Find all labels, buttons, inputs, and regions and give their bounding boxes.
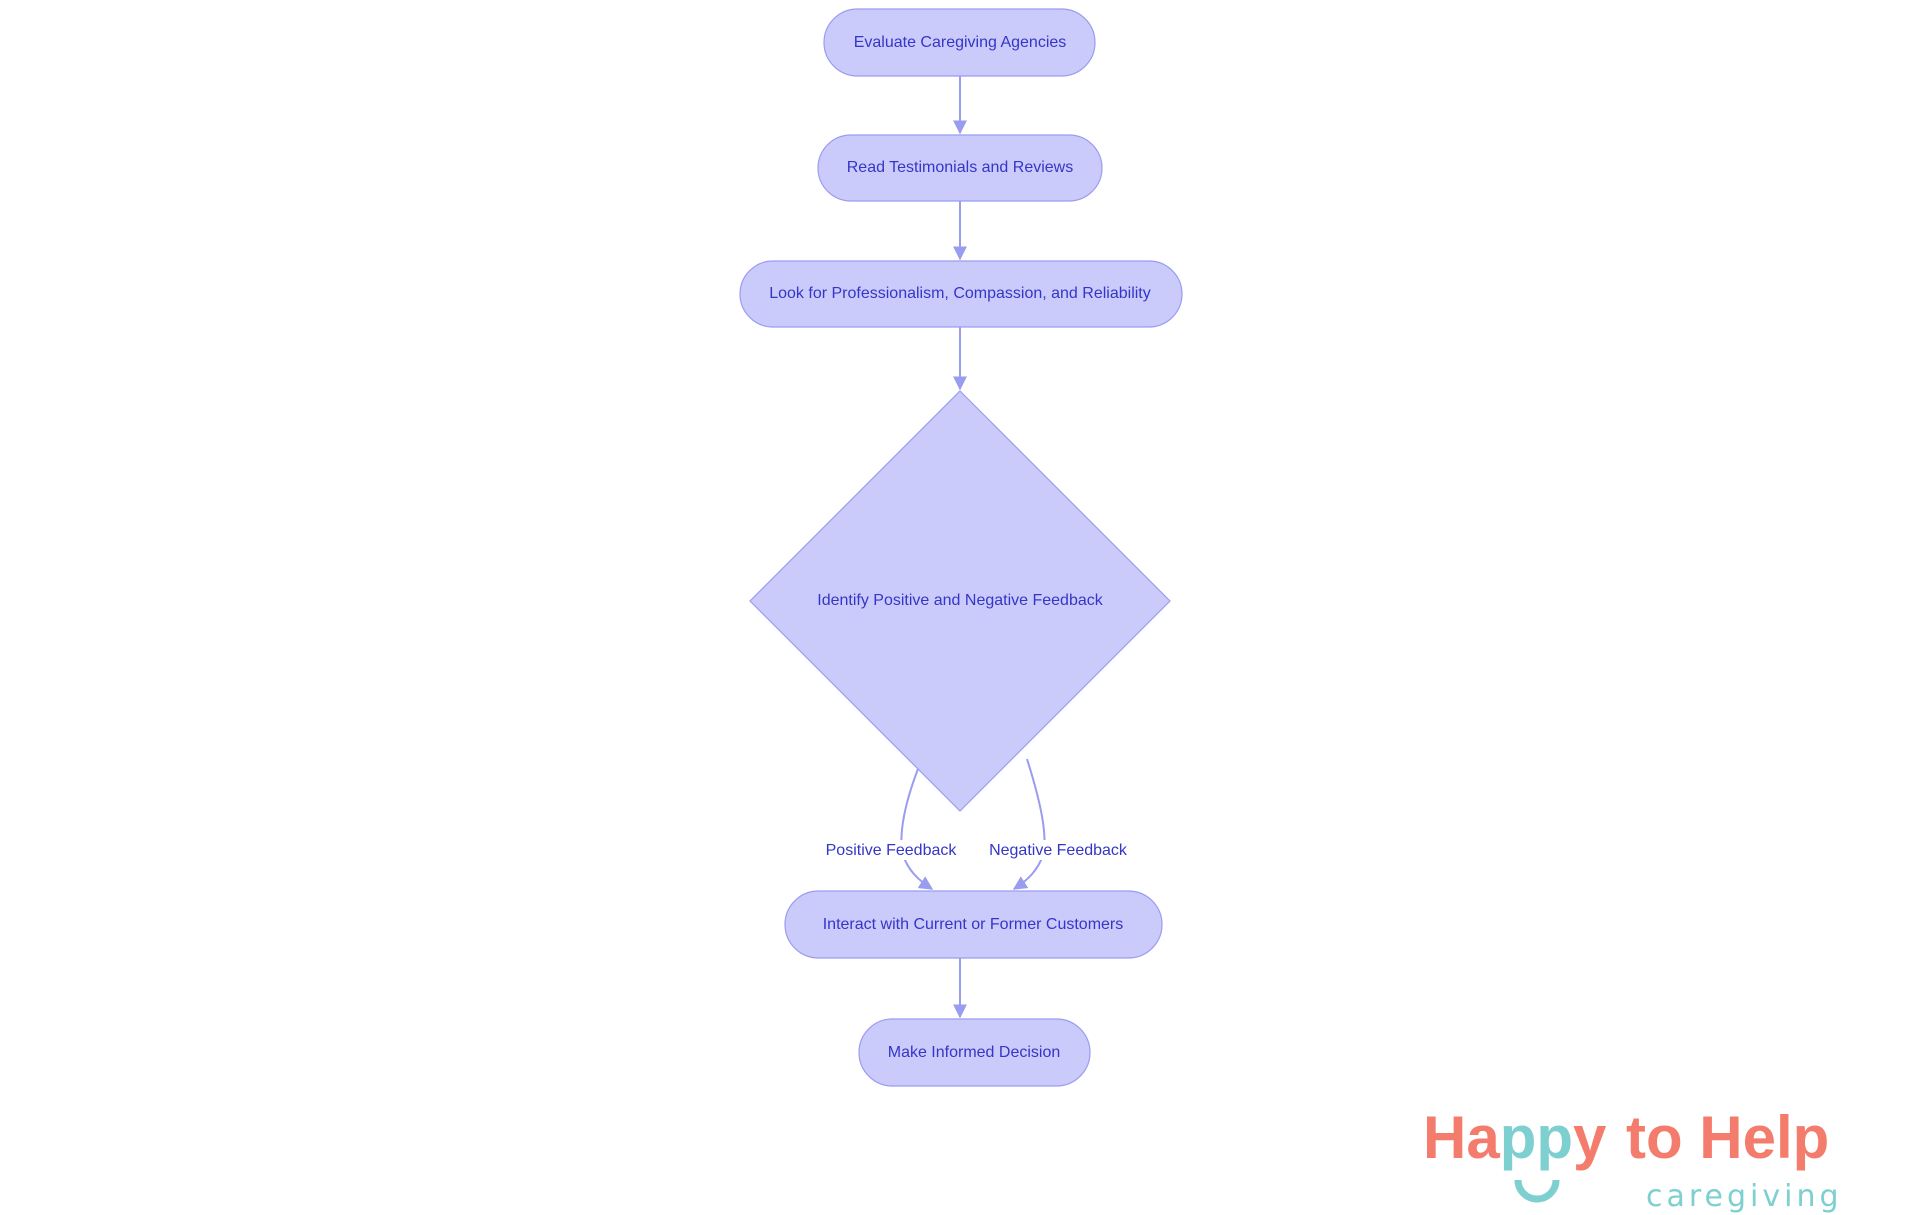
decision-identify-feedback: Identify Positive and Negative Feedback <box>749 390 1171 812</box>
node-label: Identify Positive and Negative Feedback <box>817 592 1104 609</box>
node-look-for-qualities: Look for Professionalism, Compassion, an… <box>739 260 1183 328</box>
node-label: Evaluate Caregiving Agencies <box>854 34 1067 51</box>
node-make-decision: Make Informed Decision <box>858 1018 1091 1087</box>
node-label: Read Testimonials and Reviews <box>847 159 1073 176</box>
logo-happy: Happy <box>1423 1104 1607 1171</box>
edge-n4-n5-negative <box>1012 758 1046 890</box>
logo-rest: to Help <box>1626 1104 1829 1171</box>
node-label: Look for Professionalism, Compassion, an… <box>769 285 1151 302</box>
logo: Happy to Help caregiving <box>1423 1104 1843 1214</box>
node-evaluate-agencies: Evaluate Caregiving Agencies <box>823 8 1096 77</box>
logo-subtitle: caregiving <box>1646 1179 1843 1214</box>
logo-smile-icon <box>1514 1179 1560 1203</box>
node-read-testimonials: Read Testimonials and Reviews <box>817 134 1103 202</box>
node-label: Interact with Current or Former Customer… <box>823 916 1124 933</box>
node-label: Make Informed Decision <box>888 1044 1061 1061</box>
node-interact-customers: Interact with Current or Former Customer… <box>784 890 1163 959</box>
edge-label-negative: Negative Feedback <box>989 842 1128 859</box>
edge-label-positive: Positive Feedback <box>826 842 958 859</box>
